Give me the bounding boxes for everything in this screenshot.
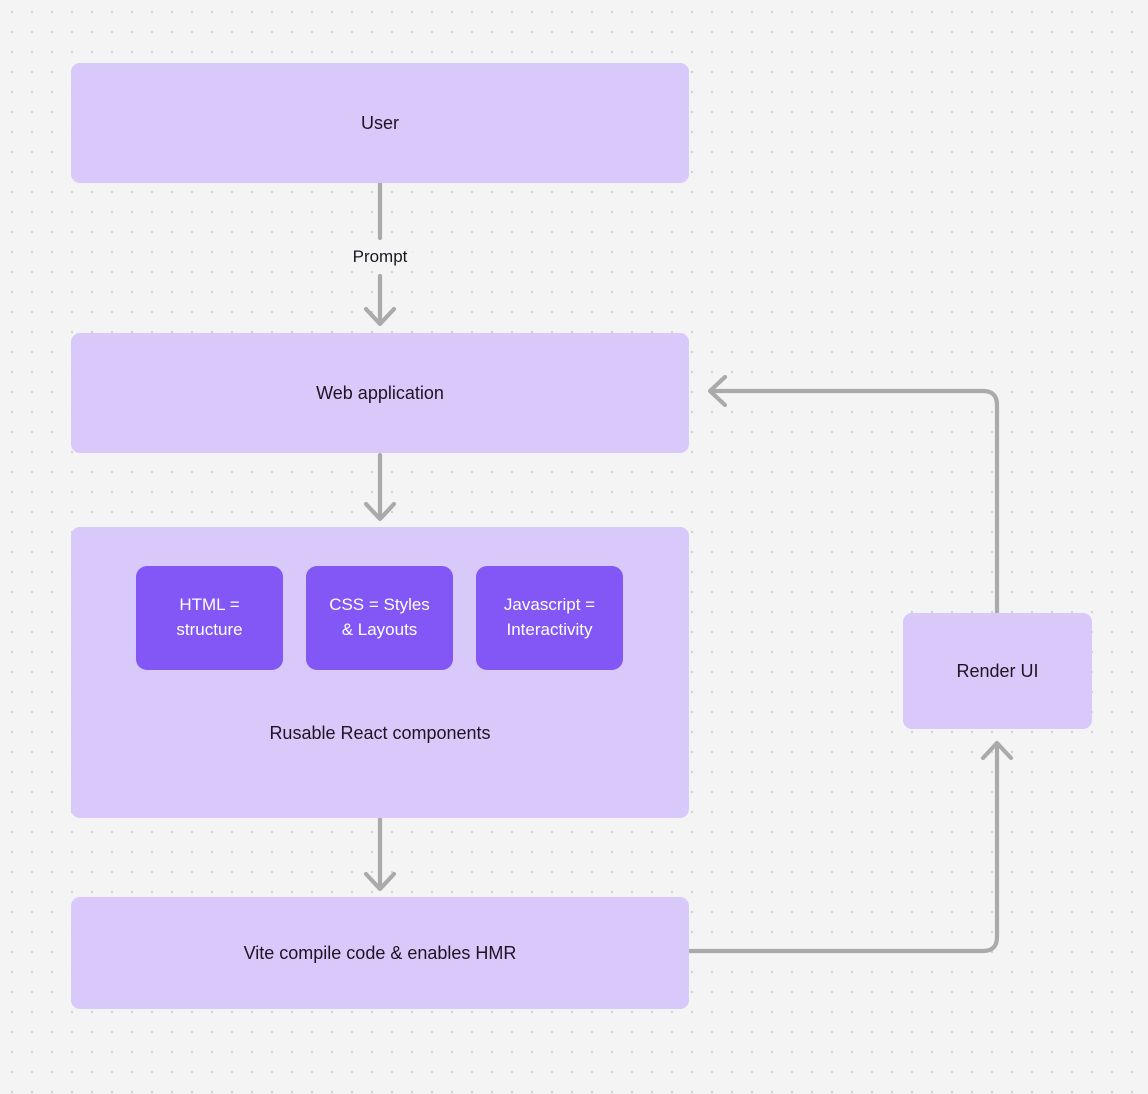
- node-html-label-line2: structure: [176, 620, 243, 639]
- node-html-label-line1: HTML =: [179, 595, 240, 615]
- edge-label-prompt: Prompt: [347, 246, 413, 268]
- edge-vite-to-renderui-line: [687, 741, 1000, 954]
- node-components-group[interactable]: HTML = structure CSS = Styles & Layouts …: [71, 527, 689, 818]
- node-components-group-caption: Rusable React components: [269, 723, 491, 743]
- node-render-ui[interactable]: Render UI: [903, 613, 1092, 729]
- node-user-label: User: [360, 112, 399, 133]
- node-javascript[interactable]: Javascript = Interactivity: [476, 566, 623, 670]
- edge-components-to-vite-arrowhead: [363, 871, 397, 892]
- node-javascript-label-line2: Interactivity: [506, 620, 593, 639]
- edge-vite-to-renderui-arrowhead: [980, 740, 1014, 761]
- edge-renderui-to-webapp-line: [708, 388, 1000, 616]
- edge-renderui-to-webapp-arrowhead: [707, 374, 728, 408]
- node-javascript-label-line1: Javascript =: [503, 595, 596, 615]
- node-css[interactable]: CSS = Styles & Layouts: [306, 566, 453, 670]
- node-vite[interactable]: Vite compile code & enables HMR: [71, 897, 689, 1009]
- node-user[interactable]: User: [71, 63, 689, 183]
- node-css-label-line2: & Layouts: [341, 620, 418, 639]
- node-render-ui-label: Render UI: [956, 660, 1039, 681]
- node-css-label-line1: CSS = Styles: [329, 595, 430, 615]
- node-web-application[interactable]: Web application: [71, 333, 689, 453]
- node-vite-label: Vite compile code & enables HMR: [243, 942, 517, 963]
- node-html[interactable]: HTML = structure: [136, 566, 283, 670]
- edge-prompt-to-webapp-arrowhead: [363, 306, 397, 327]
- edge-webapp-to-components-arrowhead: [363, 501, 397, 522]
- node-web-application-label: Web application: [316, 382, 444, 403]
